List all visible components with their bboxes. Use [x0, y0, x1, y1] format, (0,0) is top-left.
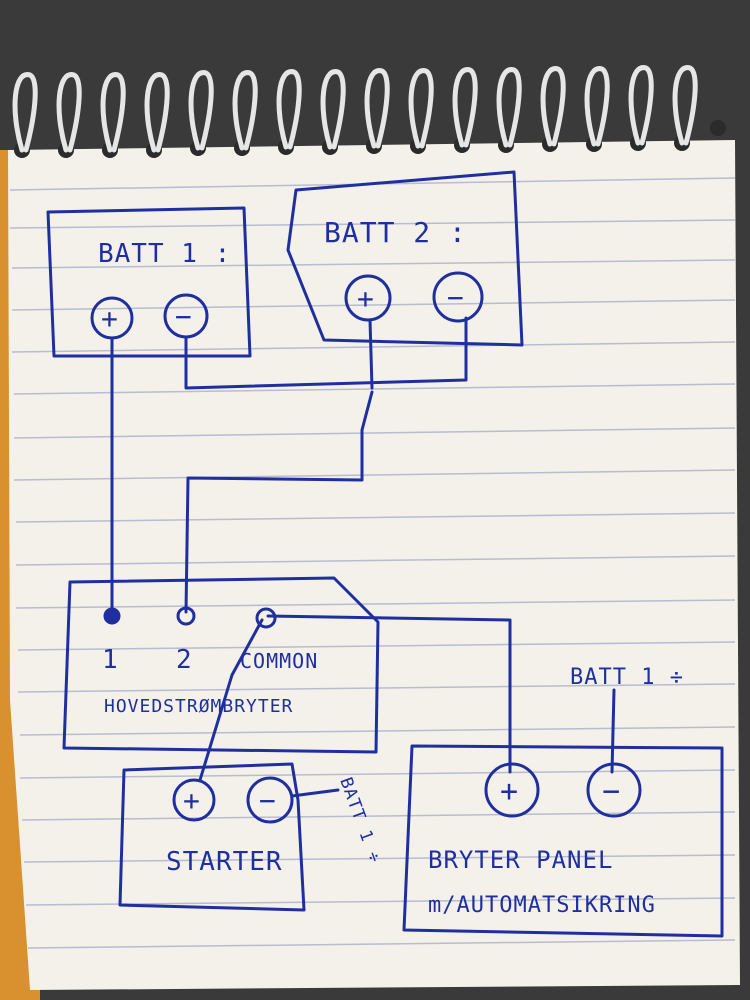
wire-panel-neg-to-batt1 — [610, 688, 616, 774]
battery-2-plus: + — [357, 282, 375, 315]
battery-2-negative-terminal — [432, 271, 484, 323]
wire-batt2-pos-to-switch-2 — [184, 390, 374, 614]
switch-common-label: COMMON — [240, 649, 318, 673]
battery-1-box — [46, 206, 252, 358]
panel-negative-terminal — [586, 762, 642, 818]
battery-2-positive-terminal — [344, 274, 392, 322]
panel-minus: − — [602, 774, 621, 809]
panel-label-line-1: BRYTER PANEL — [428, 846, 613, 874]
switch-panel-box — [402, 744, 724, 938]
wire-batt2-pos-down — [368, 318, 374, 390]
wire-common-to-starter — [198, 618, 264, 782]
wire-negatives-bus — [184, 316, 468, 390]
battery-1-plus: + — [101, 302, 119, 335]
starter-plus: + — [183, 784, 201, 817]
main-switch-label: HOVEDSTRØMBRYTER — [104, 696, 293, 717]
starter-box — [118, 762, 306, 912]
wiring-diagram — [46, 170, 724, 938]
ruled-lines — [9, 177, 736, 949]
panel-label-line-2: m/AUTOMATSIKRING — [428, 893, 656, 918]
starter-label: STARTER — [166, 847, 283, 877]
notebook-page — [8, 140, 740, 990]
panel-plus: + — [500, 774, 519, 809]
starter-negative-terminal — [246, 776, 294, 824]
switch-terminal-common — [255, 607, 277, 629]
battery-1-minus: − — [175, 300, 193, 333]
switch-terminal-2-label: 2 — [176, 645, 193, 675]
panel-batt-label: BATT 1 ÷ — [570, 665, 684, 690]
main-switch-box — [62, 576, 380, 754]
battery-2-label: BATT 2 : — [324, 216, 467, 249]
starter-minus: − — [259, 784, 277, 817]
switch-terminal-2 — [176, 606, 196, 626]
spiral-binding — [12, 65, 726, 158]
switch-terminal-1-label: 1 — [102, 645, 119, 675]
switch-terminal-1 — [103, 607, 121, 625]
battery-1-label: BATT 1 : — [98, 239, 231, 269]
wire-common-to-panel — [266, 614, 512, 774]
panel-positive-terminal — [484, 762, 540, 818]
battery-2-box — [286, 170, 524, 347]
wire-starter-negative — [290, 788, 340, 798]
battery-2-minus: − — [447, 281, 465, 314]
starter-positive-terminal — [172, 778, 216, 822]
